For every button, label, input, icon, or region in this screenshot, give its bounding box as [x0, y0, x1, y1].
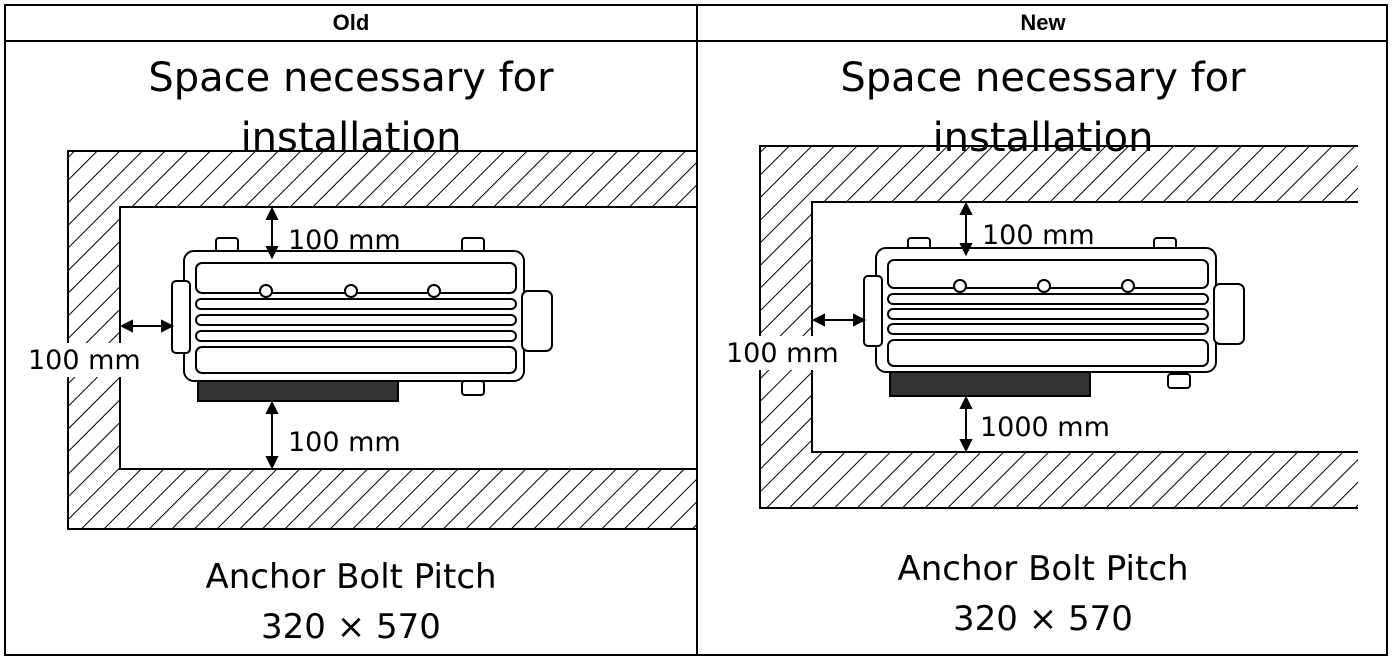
old-wall-inner-outline: [119, 206, 696, 470]
new-wall-hatch: [760, 146, 1358, 508]
old-wall-hatch: [68, 151, 696, 529]
old-side-clearance: 100 mm: [28, 345, 141, 376]
old-title-line1: Space necessary for: [148, 55, 554, 101]
column-divider: [696, 6, 698, 654]
new-wall-outline: [759, 145, 1358, 509]
new-side-clearance: 100 mm: [726, 338, 839, 369]
new-installation-diagram: 100 mm 100 mm 1000 mm: [724, 145, 1358, 509]
old-installation-diagram: 100 mm 100 mm 100 mm: [26, 150, 696, 530]
new-bottom-clearance: 1000 mm: [980, 412, 1110, 443]
new-title-line1: Space necessary for: [840, 55, 1246, 101]
comparison-table: Old New Space necessary for installation…: [4, 4, 1388, 656]
new-dimension-arrows: [811, 201, 973, 453]
old-bottom-clearance: 100 mm: [288, 427, 401, 458]
new-wall-inner-outline: [811, 201, 1358, 453]
old-top-clearance: 100 mm: [288, 225, 401, 256]
new-anchor-label: Anchor Bolt Pitch: [897, 549, 1189, 589]
new-side-label-bg: [724, 336, 842, 370]
new-anchor-value: 320 × 570: [953, 599, 1133, 639]
old-anchor-label: Anchor Bolt Pitch: [205, 557, 497, 597]
new-outdoor-unit-drawing: [863, 237, 1245, 397]
old-dimension-arrows: [119, 206, 279, 470]
old-anchor-value: 320 × 570: [261, 607, 441, 647]
new-top-clearance: 100 mm: [982, 220, 1095, 251]
old-wall-outline: [67, 150, 696, 530]
old-anchor-bolt: Anchor Bolt Pitch 320 × 570: [6, 552, 696, 652]
old-side-label-bg: [26, 343, 144, 377]
column-header-new: New: [1020, 10, 1066, 35]
new-anchor-bolt: Anchor Bolt Pitch 320 × 570: [698, 544, 1388, 644]
column-header-old: Old: [332, 10, 370, 35]
old-outdoor-unit-drawing: [171, 237, 553, 402]
